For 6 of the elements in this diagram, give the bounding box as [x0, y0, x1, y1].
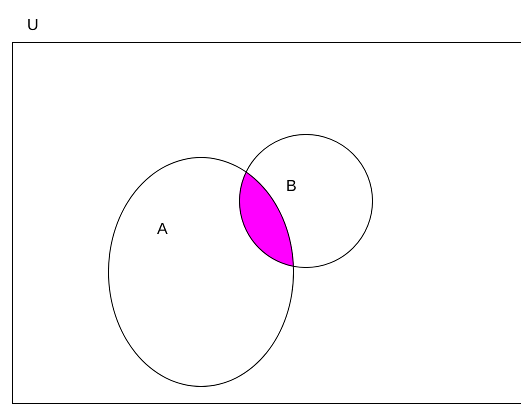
set-circle [239, 134, 373, 268]
set-ellipse [108, 157, 294, 387]
intersection-region [239, 171, 294, 267]
set-label: A [157, 221, 168, 239]
set-label: U [27, 17, 39, 35]
set-label: B [286, 178, 297, 196]
